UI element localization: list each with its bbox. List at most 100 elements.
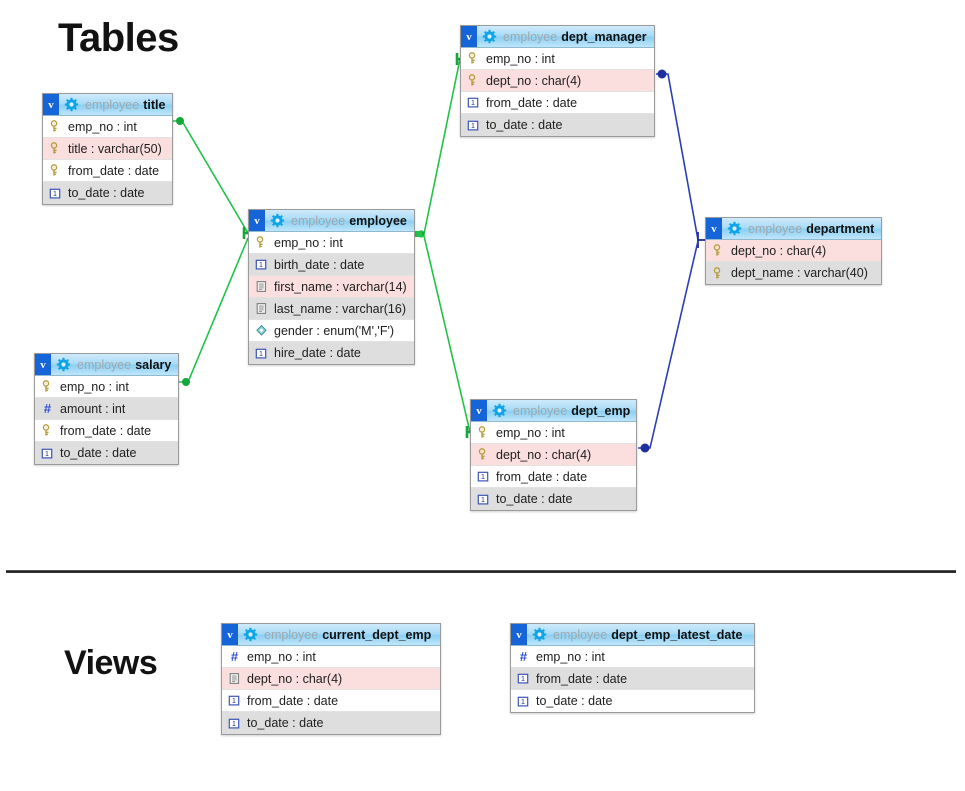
column-row[interactable]: first_name : varchar(14) <box>249 276 414 298</box>
column-label: to_date : date <box>247 716 324 730</box>
column-row[interactable]: 1 to_date : date <box>222 712 440 734</box>
column-label: first_name : varchar(14) <box>274 279 407 294</box>
gear-icon <box>492 403 507 418</box>
entity-name-label: department <box>806 221 875 236</box>
view-badge-icon: v <box>222 624 238 645</box>
column-row[interactable]: #emp_no : int <box>222 646 440 668</box>
svg-text:1: 1 <box>521 676 525 683</box>
svg-text:1: 1 <box>481 497 485 504</box>
schema-name-label: employee <box>291 213 346 228</box>
schema-name-label: employee <box>553 627 608 642</box>
svg-text:1: 1 <box>259 351 263 358</box>
column-label: emp_no : int <box>274 235 343 250</box>
schema-name-label: employee <box>85 97 140 112</box>
column-row[interactable]: # amount : int <box>35 398 178 420</box>
gear-icon <box>532 627 547 642</box>
svg-text:1: 1 <box>232 698 236 705</box>
column-row[interactable]: emp_no : int <box>35 376 178 398</box>
column-label: from_date : date <box>536 671 628 686</box>
column-row[interactable]: dept_name : varchar(40) <box>706 262 881 284</box>
column-label: dept_no : char(4) <box>486 73 582 88</box>
column-row[interactable]: 1 from_date : date <box>511 668 754 690</box>
calendar-icon: 1 <box>49 187 62 200</box>
column-row[interactable]: gender : enum('M','F') <box>249 320 414 342</box>
column-label: dept_no : char(4) <box>731 243 827 258</box>
view-badge-icon: v <box>461 26 477 47</box>
column-row[interactable]: emp_no : int <box>471 422 636 444</box>
column-label: dept_name : varchar(40) <box>731 266 868 280</box>
column-row[interactable]: last_name : varchar(16) <box>249 298 414 320</box>
link-employee-dept_emp <box>417 235 473 438</box>
view-badge-icon: v <box>43 94 59 115</box>
svg-text:1: 1 <box>521 699 525 706</box>
column-label: to_date : date <box>68 186 145 200</box>
column-row[interactable]: dept_no : char(4) <box>706 240 881 262</box>
link-dept_emp-department <box>638 240 699 453</box>
hash-icon: # <box>519 649 528 664</box>
column-row[interactable]: from_date : date <box>43 160 172 182</box>
gear-icon <box>270 213 285 228</box>
schema-name-label: employee <box>503 29 558 44</box>
column-row[interactable]: 1 to_date : date <box>43 182 172 204</box>
column-row[interactable]: 1 hire_date : date <box>249 342 414 364</box>
column-row[interactable]: dept_no : char(4) <box>222 668 440 690</box>
key-icon <box>49 120 62 133</box>
calendar-icon: 1 <box>41 447 54 460</box>
schema-name-label: employee <box>77 357 132 372</box>
column-row[interactable]: 1 to_date : date <box>511 690 754 712</box>
key-icon <box>41 424 54 437</box>
view-badge-icon: v <box>471 400 487 421</box>
column-row[interactable]: from_date : date <box>35 420 178 442</box>
column-row[interactable]: emp_no : int <box>43 116 172 138</box>
column-row[interactable]: emp_no : int <box>461 48 654 70</box>
svg-text:1: 1 <box>45 451 49 458</box>
schema-name-label: employee <box>264 627 319 642</box>
gear-icon <box>56 357 71 372</box>
key-icon <box>49 142 62 155</box>
calendar-icon: 1 <box>228 694 241 707</box>
column-label: amount : int <box>60 401 126 416</box>
calendar-icon: 1 <box>255 347 268 360</box>
text-icon <box>255 302 268 315</box>
view-badge-icon: v <box>706 218 722 239</box>
column-row[interactable]: 1 from_date : date <box>222 690 440 712</box>
column-label: to_date : date <box>536 694 613 708</box>
schema-name-label: employee <box>748 221 803 236</box>
svg-text:1: 1 <box>232 721 236 728</box>
column-row[interactable]: dept_no : char(4) <box>461 70 654 92</box>
column-row[interactable]: dept_no : char(4) <box>471 444 636 466</box>
views-section-title: Views <box>64 644 158 682</box>
column-label: from_date : date <box>247 693 339 708</box>
column-label: hire_date : date <box>274 346 361 360</box>
key-icon <box>477 426 490 439</box>
tables-section-title: Tables <box>58 16 179 60</box>
hash-icon: # <box>43 401 52 416</box>
column-row[interactable]: emp_no : int <box>249 232 414 254</box>
calendar-icon: 1 <box>467 119 480 132</box>
column-row[interactable]: title : varchar(50) <box>43 138 172 160</box>
column-row[interactable]: #emp_no : int <box>511 646 754 668</box>
